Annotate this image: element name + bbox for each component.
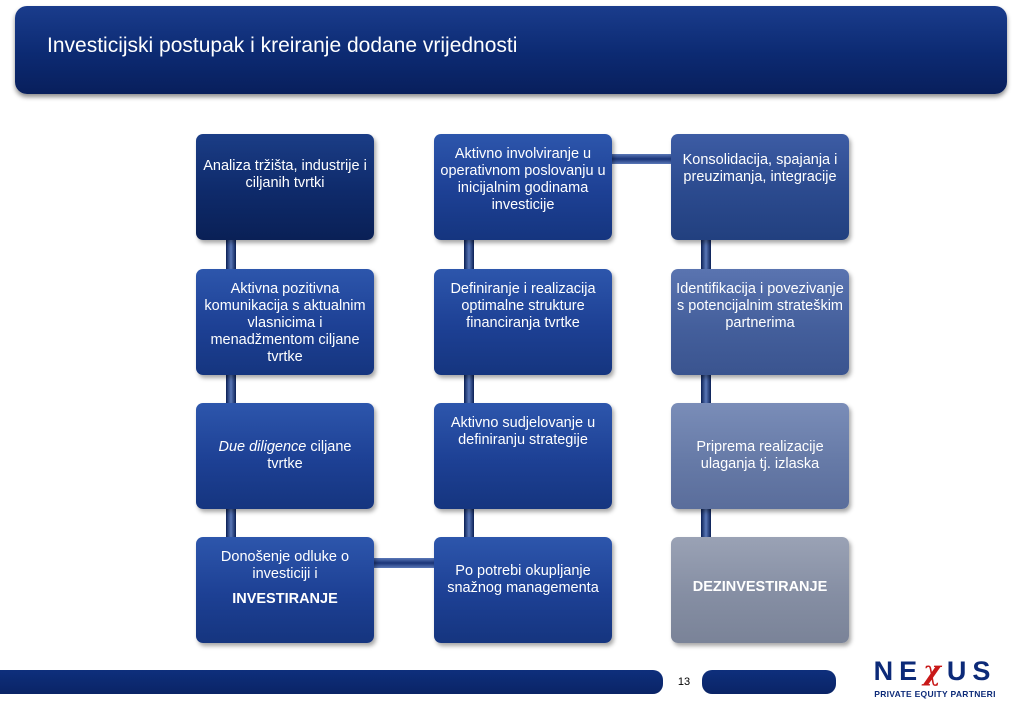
process-box-text: Aktivno involviranje u operativnom poslo…	[440, 146, 606, 213]
process-box: Aktivna pozitivna komunikacija s aktualn…	[196, 269, 374, 375]
process-box: Aktivno sudjelovanje u definiranju strat…	[434, 403, 612, 509]
process-box: Analiza tržišta, industrije i ciljanih t…	[196, 134, 374, 240]
page-number: 13	[677, 676, 691, 688]
process-box-text: Definiranje i realizacija optimalne stru…	[450, 281, 596, 331]
process-box: Identifikacija i povezivanje s potencija…	[671, 269, 849, 375]
title-bar: Investicijski postupak i kreiranje dodan…	[15, 6, 1007, 94]
process-box: Due diligence ciljane tvrtke	[196, 403, 374, 509]
process-box: Po potrebi okupljanje snažnog management…	[434, 537, 612, 643]
logo-part: NE	[873, 656, 924, 686]
process-box-strong-text: DEZINVESTIRANJE	[692, 579, 828, 595]
process-box: Konsolidacija, spajanja i preuzimanja, i…	[671, 134, 849, 240]
process-box: Aktivno involviranje u operativnom poslo…	[434, 134, 612, 240]
page-title: Investicijski postupak i kreiranje dodan…	[47, 34, 518, 57]
logo-part: US	[946, 656, 997, 686]
nexus-logo: NEχUS PRIVATE EQUITY PARTNERI	[862, 656, 1008, 702]
logo-chi: χ	[923, 656, 947, 687]
process-box-text: Identifikacija i povezivanje s potencija…	[676, 281, 844, 331]
connector-col1-1	[226, 240, 236, 270]
connector-col2-col3	[611, 154, 673, 164]
process-box-text: Due diligence ciljane tvrtke	[201, 439, 369, 473]
process-box-italic-text: Due diligence	[218, 439, 307, 455]
connector-col1-col2	[373, 558, 435, 568]
connector-col2-1	[464, 240, 474, 270]
connector-col1-3	[226, 509, 236, 539]
process-box: Donošenje odluke o investiciji i INVESTI…	[196, 537, 374, 643]
connector-col2-2	[464, 375, 474, 405]
process-box-text: Po potrebi okupljanje snažnog management…	[447, 563, 599, 596]
process-box-text: Aktivna pozitivna komunikacija s aktualn…	[204, 281, 366, 365]
connector-col3-3	[701, 509, 711, 539]
footer-bar	[0, 670, 663, 694]
logo-wordmark: NEχUS	[862, 656, 1008, 687]
logo-subtitle: PRIVATE EQUITY PARTNERI	[874, 689, 996, 699]
process-box-text: Donošenje odluke o investiciji i	[220, 549, 350, 582]
process-box-text: Priprema realizacije ulaganja tj. izlask…	[696, 439, 824, 472]
process-box-text-rest: ciljane tvrtke	[267, 439, 352, 472]
connector-col2-3	[464, 509, 474, 539]
process-box: DEZINVESTIRANJE	[671, 537, 849, 643]
process-box: Priprema realizacije ulaganja tj. izlask…	[671, 403, 849, 509]
process-box-strong-text: INVESTIRANJE	[232, 591, 338, 607]
process-box-text: Analiza tržišta, industrije i ciljanih t…	[203, 158, 367, 191]
footer-bar-right	[702, 670, 836, 694]
connector-col1-2	[226, 375, 236, 405]
connector-col3-1	[701, 240, 711, 270]
connector-col3-2	[701, 375, 711, 405]
process-box: Definiranje i realizacija optimalne stru…	[434, 269, 612, 375]
process-box-text: Aktivno sudjelovanje u definiranju strat…	[450, 415, 596, 448]
process-box-text: Konsolidacija, spajanja i preuzimanja, i…	[682, 152, 838, 185]
